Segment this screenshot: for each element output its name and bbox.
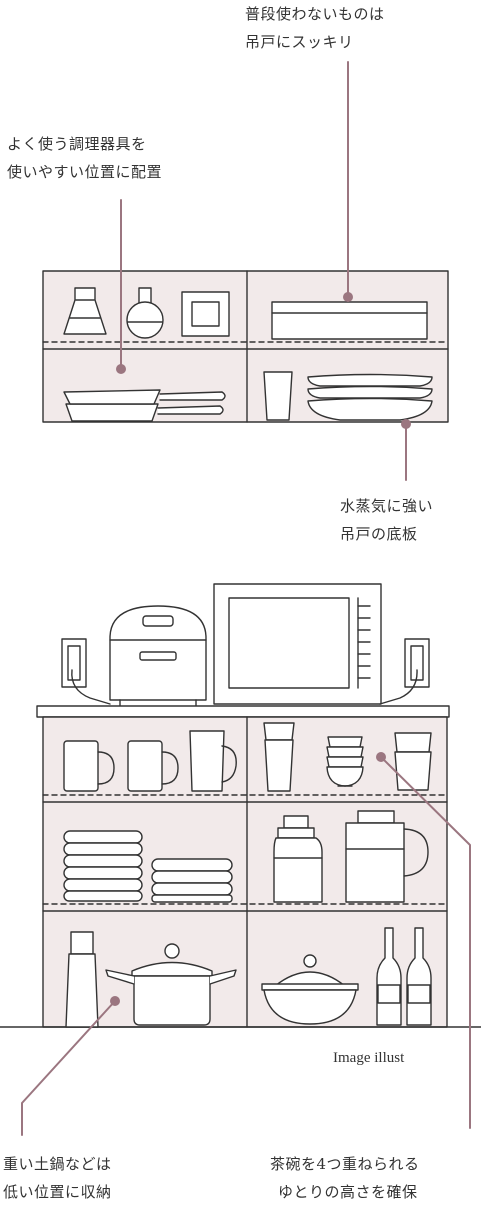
stacked-towels-icon <box>63 830 233 903</box>
storage-box-icon <box>271 301 428 340</box>
storage-canister-icon <box>273 815 323 903</box>
tall-bottle-icon <box>65 931 99 1028</box>
leader-lines <box>21 61 471 1136</box>
outlet-right-icon <box>379 638 430 705</box>
donabe-pot-icon <box>261 954 359 1025</box>
stacked-rice-bowls-icon <box>326 736 364 787</box>
annotation-heavy-low: 重い土鍋などは 低い位置に収納 <box>3 1155 112 1201</box>
annotation-easy-access: よく使う調理器具を 使いやすい位置に配置 <box>7 135 163 181</box>
mug-icon <box>127 740 179 792</box>
leader-bowl-height <box>380 756 471 1129</box>
annotation-bowl-height: 茶碗を4つ重ねられる ゆとりの高さを確保 <box>270 1155 420 1201</box>
stacked-plates-icon <box>307 373 433 421</box>
outlet-left-icon <box>61 638 111 705</box>
coffee-pot-icon <box>345 810 429 903</box>
stacked-glasses-icon <box>263 722 295 792</box>
rice-cooker-icon <box>109 605 207 707</box>
leader-heavy-low <box>21 1000 116 1136</box>
microwave-icon <box>213 583 382 705</box>
stacked-cups-icon <box>394 732 432 791</box>
round-flask-icon <box>126 287 164 339</box>
pitcher-glass-icon <box>189 730 237 792</box>
wine-bottle-icon <box>376 927 402 1026</box>
annotation-steam-bottom: 水蒸気に強い 吊戸の底板 <box>340 497 434 543</box>
conical-flask-icon <box>63 287 107 335</box>
clay-pot-icon <box>105 943 237 1026</box>
frying-pans-icon <box>63 389 226 422</box>
image-caption: Image illust <box>333 1050 405 1066</box>
wine-bottle-icon <box>406 927 432 1026</box>
annotation-hanging-storage: 普段使わないものは 吊戸にスッキリ <box>245 5 385 51</box>
square-container-icon <box>181 291 230 337</box>
glass-icon <box>263 371 293 421</box>
mug-icon <box>63 740 115 792</box>
